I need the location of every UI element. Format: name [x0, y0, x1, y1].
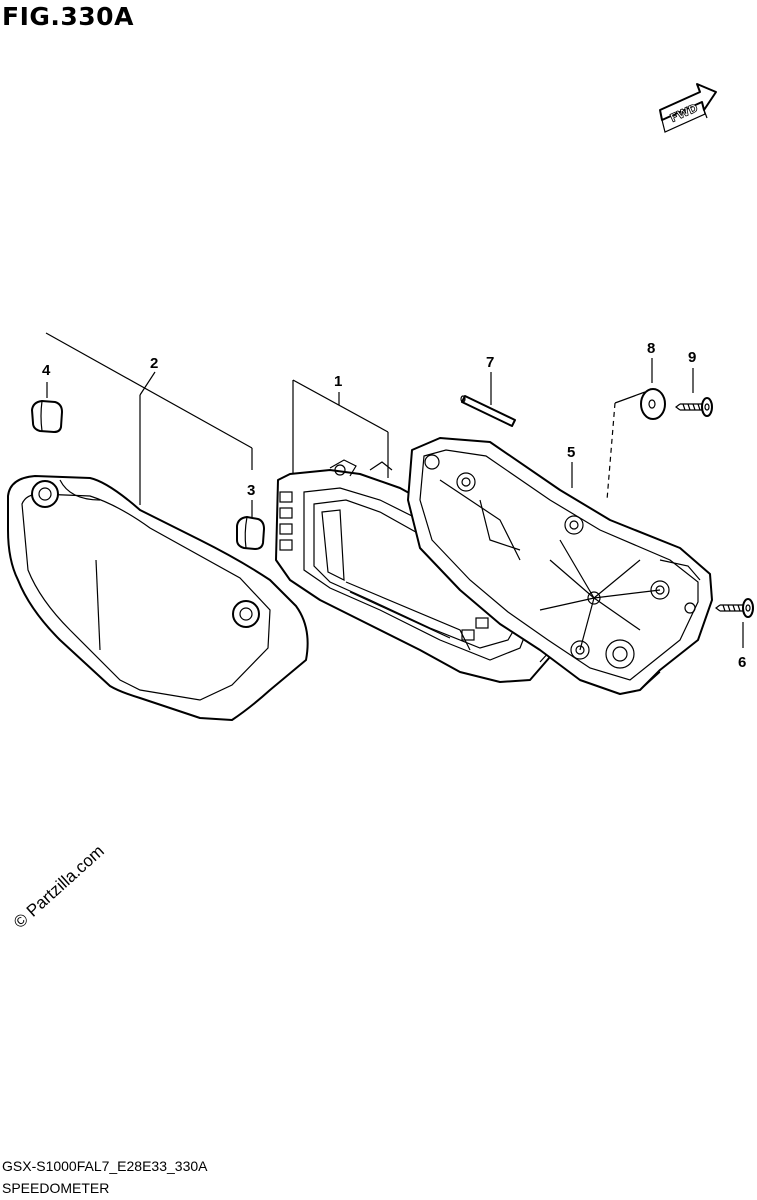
part-3-cap — [236, 516, 265, 550]
footer-model-code: GSX-S1000FAL7_E28E33_330A — [2, 1158, 208, 1174]
callout-1: 1 — [334, 373, 342, 390]
callout-8: 8 — [647, 340, 655, 357]
callout-4: 4 — [42, 362, 51, 379]
part-7-rod — [460, 395, 516, 427]
callout-2: 2 — [150, 355, 158, 372]
part-8-washer — [640, 388, 666, 420]
callout-6: 6 — [738, 654, 746, 671]
figure-title: FIG.330A — [2, 2, 134, 31]
leader-lines — [45, 332, 744, 648]
part-4-cap — [31, 400, 63, 433]
callout-9: 9 — [688, 349, 696, 366]
footer-section-name: SPEEDOMETER — [2, 1180, 110, 1196]
callout-7: 7 — [486, 354, 494, 371]
part-6-screw — [715, 598, 754, 618]
callout-3: 3 — [247, 482, 255, 499]
part-5-rear-case — [407, 437, 713, 695]
fwd-arrow-icon: FWD — [659, 83, 717, 133]
part-2-meter-cover — [7, 475, 309, 721]
part-9-screw — [675, 397, 713, 417]
callout-labels: 1 2 3 4 5 6 7 8 9 — [42, 340, 746, 671]
callout-5: 5 — [567, 444, 575, 461]
